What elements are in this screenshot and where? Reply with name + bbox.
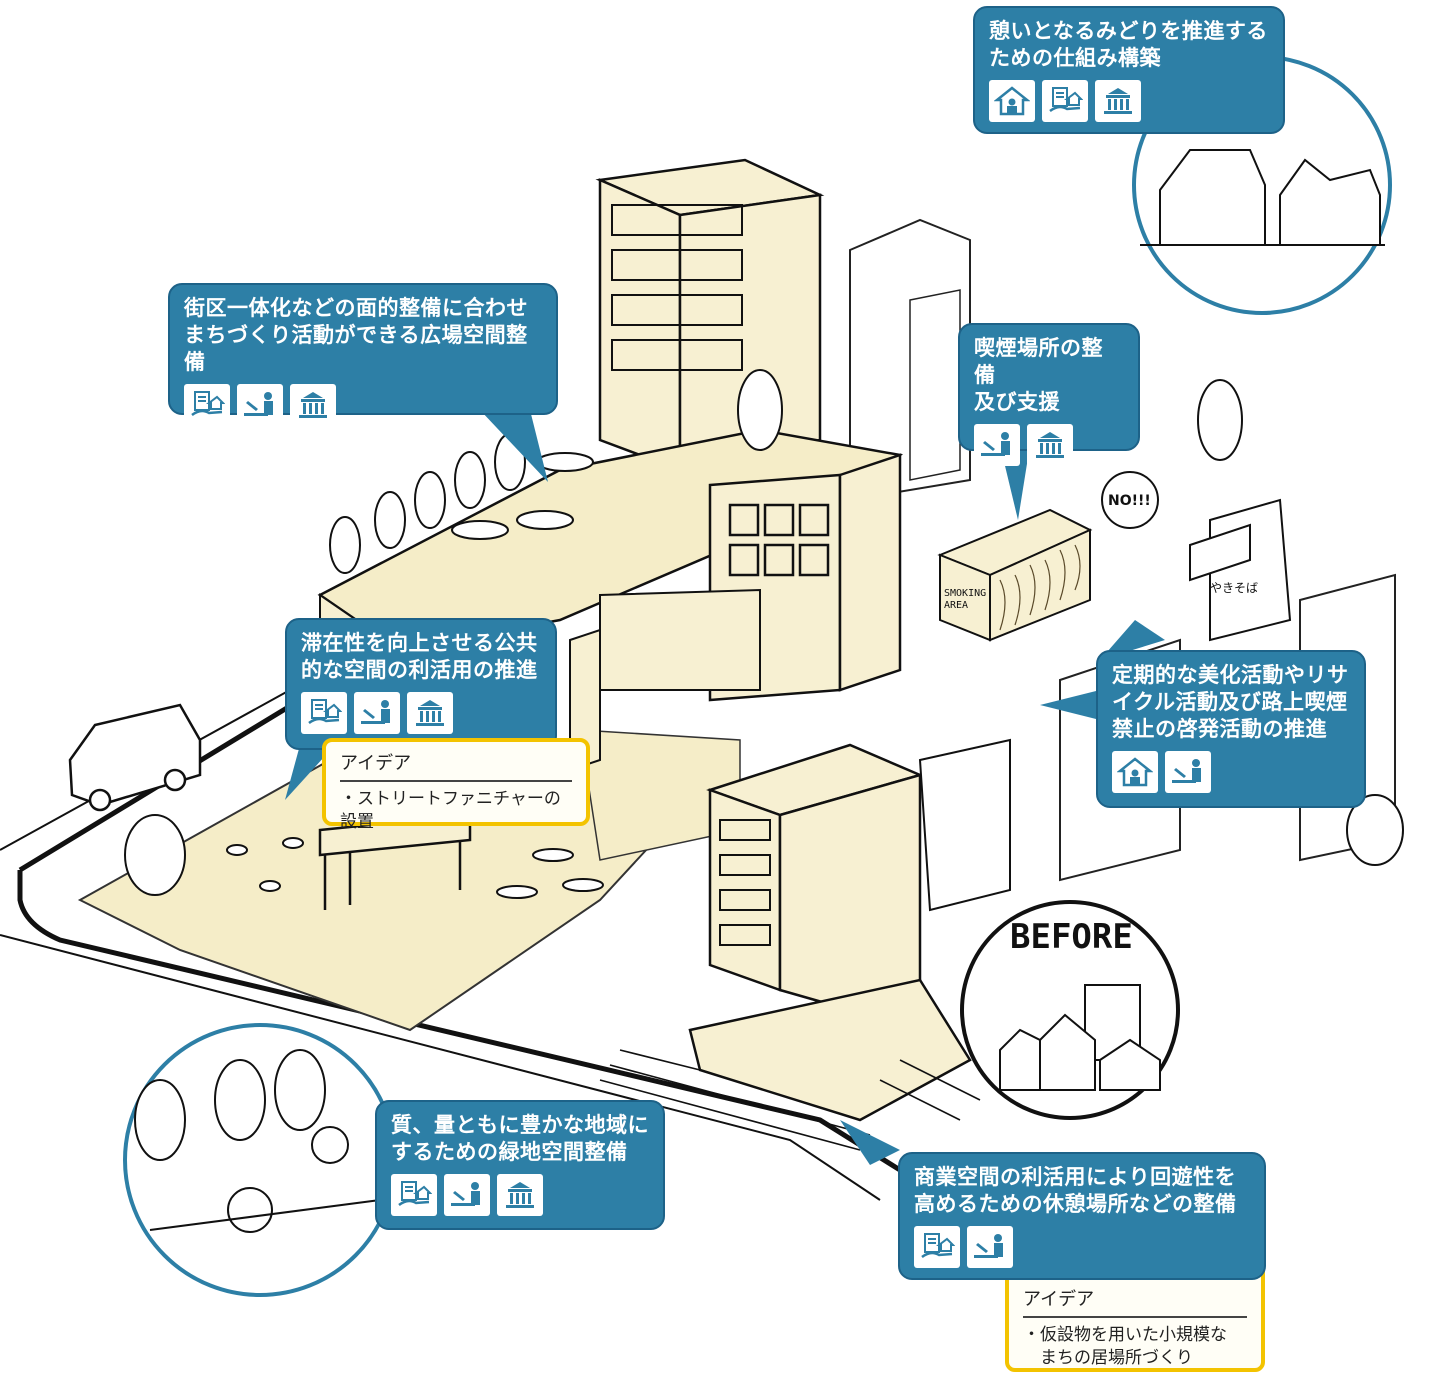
terrace-stairs [599,1049,981,1151]
pillar [569,628,601,772]
idea-temporary-structures: アイデア ・仮設物を用いた小規模な まちの居場所づくり [1005,1262,1265,1372]
lower-building [599,588,761,691]
government-building-icon [1095,80,1141,122]
block-right-windows [728,503,830,577]
white-tower-2 [909,289,961,481]
smoking-sign-line1: SMOKING [944,588,986,599]
callout-cleanup-text: 定期的な美化活動やリサ イクル活動及び路上喫煙 禁止の啓発活動の推進 [1112,663,1349,741]
desk-worker-icon [444,1174,490,1216]
callout-plaza-space-text: 街区一体化などの面的整備に合わせ まちづくり活動ができる広場空間整備 [184,296,528,374]
no-sign-bubble [1101,471,1159,529]
before-label: BEFORE [1010,917,1133,957]
callout-plaza-space: 街区一体化などの面的整備に合わせ まちづくり活動ができる広場空間整備 [168,283,558,426]
callout-smoking-area: 喫煙場所の整備 及び支援 [958,323,1140,466]
block-right-side [838,453,902,692]
gardening-bubble-drawing [134,1049,381,1233]
government-building-icon [1027,424,1073,466]
front-tower-windows [719,819,771,946]
house-person-icon [989,80,1035,122]
no-sign-text: NO!!! [1108,493,1151,509]
desk-worker-icon [974,424,1020,466]
callout-public-space-text: 滞在性を向上させる公共 的な空間の利活用の推進 [301,631,538,682]
idea-temporary-structures-body: ・仮設物を用いた小規模な まちの居場所づくり [1023,1325,1227,1368]
building-striped [918,738,1011,912]
callout-greenery-system-text: 憩いとなるみどりを推進する ための仕組み構築 [989,19,1268,70]
cafe-tables [496,848,604,899]
government-building-icon [497,1174,543,1216]
desk-worker-icon [237,384,283,426]
front-tower-side [778,773,922,1012]
desk-worker-icon [967,1226,1013,1268]
kiosk-roof [1189,523,1251,582]
house-person-icon [1112,751,1158,793]
idea-street-furniture-heading: アイデア [340,752,572,782]
callout-commercial-text: 商業空間の利活用により回遊性を 高めるための休憩場所などの整備 [914,1165,1237,1216]
van [68,703,202,812]
document-handshake-icon [301,692,347,734]
callout-green-space-text: 質、量ともに豊かな地域に するための緑地空間整備 [391,1113,649,1164]
idea-street-furniture: アイデア ・ストリートファニチャーの設置 [322,738,590,832]
desk-worker-icon [354,692,400,734]
document-handshake-icon [914,1226,960,1268]
callout-public-space: 滞在性を向上させる公共 的な空間の利活用の推進 [285,618,557,750]
houses-bubble-drawing [1140,149,1385,246]
roof-tables [451,452,594,540]
front-tower-terrace [688,978,972,1122]
idea-street-furniture-body: ・ストリートファニチャーの設置 [340,789,561,832]
government-building-icon [407,692,453,734]
idea-temporary-structures-heading: アイデア [1023,1288,1247,1318]
yakisoba-sign: やきそば [1210,581,1258,595]
desk-worker-icon [1165,751,1211,793]
callout-smoking-area-text: 喫煙場所の整備 及び支援 [974,336,1103,414]
central-tower-windows [611,204,743,371]
callout-cleanup: 定期的な美化活動やリサ イクル活動及び路上喫煙 禁止の啓発活動の推進 [1096,650,1366,808]
document-handshake-icon [1042,80,1088,122]
stools [226,837,304,892]
callout-greenery-system: 憩いとなるみどりを推進する ための仕組み構築 [973,6,1285,134]
document-handshake-icon [184,384,230,426]
before-bubble-drawing [999,984,1161,1091]
document-handshake-icon [391,1174,437,1216]
callout-green-space: 質、量ともに豊かな地域に するための緑地空間整備 [375,1100,665,1230]
trees [124,369,1404,896]
road-outline-inner [0,689,881,1201]
smoking-area-side [989,528,1091,642]
government-building-icon [290,384,336,426]
smoking-area-pattern [999,544,1081,631]
smoking-sign-line2: AREA [944,600,968,611]
callout-commercial: 商業空間の利活用により回遊性を 高めるための休憩場所などの整備 [898,1152,1266,1280]
